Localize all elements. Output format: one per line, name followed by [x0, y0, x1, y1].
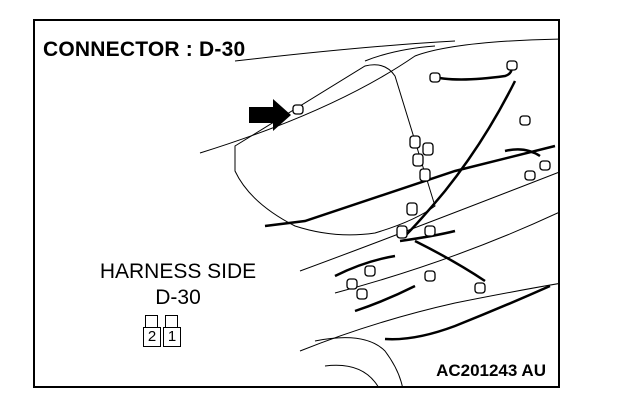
connector-latch-left — [145, 315, 158, 328]
windshield — [234, 64, 436, 236]
car-body-outline — [199, 38, 558, 386]
connector-title: CONNECTOR : D-30 — [43, 38, 246, 61]
wiring-harness — [264, 60, 556, 341]
vehicle-wiring-illustration — [199, 38, 558, 386]
figure-code: AC201243 AU — [436, 361, 546, 380]
harness-connector-code: D-30 — [155, 286, 201, 309]
connector-pin: 2 — [143, 327, 161, 347]
arrow-icon — [249, 99, 291, 131]
harness-side-text: HARNESS SIDE — [99, 260, 257, 283]
connector-latch-right — [165, 315, 178, 328]
connector-pin: 1 — [163, 327, 181, 347]
harness-side-label: HARNESS SIDE D-30 — [83, 259, 273, 311]
harness-connectors — [292, 60, 551, 300]
diagram-frame: CONNECTOR : D-30 HARNESS SIDE D-30 2 1 A… — [33, 19, 560, 388]
